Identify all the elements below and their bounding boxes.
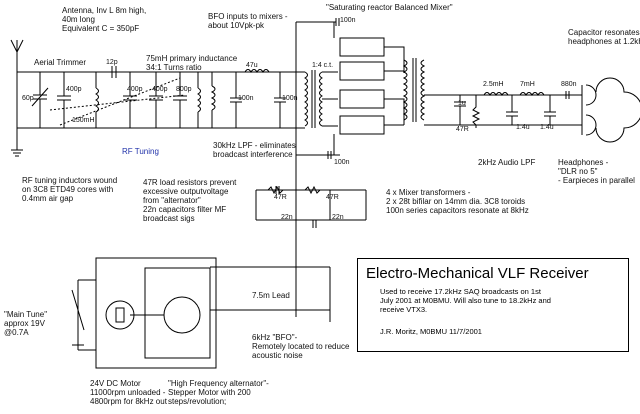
value-400p-a: 400p xyxy=(66,86,82,93)
bfo-input-wiring xyxy=(295,21,340,267)
bfo-series-capacitor-bottom xyxy=(327,151,332,159)
mixer-title-label: "Saturating reactor Balanced Mixer" xyxy=(326,3,453,12)
value-2-5mh: 2.5mH xyxy=(483,81,504,88)
value-800p: 800p xyxy=(176,86,192,93)
series-capacitor-12p xyxy=(111,66,117,78)
audio-resistor-47r xyxy=(471,95,481,128)
bfo-series-capacitor-top xyxy=(335,18,340,26)
rf-tuning-label: RF Tuning xyxy=(122,147,159,156)
value-1-4u-b: 1.4u xyxy=(540,124,554,131)
value-100n-top: 100n xyxy=(340,17,356,24)
value-880n: 880n xyxy=(561,81,577,88)
lpf-capacitor-1 xyxy=(230,72,242,128)
value-400p-b: 400p xyxy=(127,86,143,93)
antenna-symbol xyxy=(10,39,24,157)
audio-capacitor-1-4u-a xyxy=(506,95,518,125)
rf-inductors-label: RF tuning inductors wound on 3C8 ETD49 c… xyxy=(22,176,118,203)
value-47r-b: 47R xyxy=(326,194,339,201)
value-100n-a: 100n xyxy=(238,95,254,102)
value-100n-b: 100n xyxy=(282,95,298,102)
input-transformer xyxy=(304,70,338,128)
value-1u: 1u xyxy=(458,100,466,107)
load-resistors-label: 47R load resistors prevent excessive out… xyxy=(143,178,237,223)
audio-capacitor-1-4u-b xyxy=(544,95,556,125)
value-60p: 60p xyxy=(22,95,34,102)
primary-inductance-label: 75mH primary inductance 34:1 Turns ratio xyxy=(146,54,238,72)
main-tune-label: "Main Tune" approx 19V @0.7A xyxy=(4,310,48,337)
lpf-capacitor-2 xyxy=(274,72,286,128)
schematic-author: J.R. Moritz, M0BMU 11/7/2001 xyxy=(380,327,482,336)
value-47u: 47u xyxy=(246,62,258,69)
audio-lpf-label: 2kHz Audio LPF xyxy=(478,158,536,167)
schematic-description: Used to receive 17.2kHz SAQ broadcasts o… xyxy=(380,287,551,314)
hf-alternator-label: "High Frequency alternator"- Stepper Mot… xyxy=(168,379,269,406)
aerial-trimmer-label: Aerial Trimmer xyxy=(34,58,87,67)
filter-capacitor-b xyxy=(312,220,317,228)
title-block: Electro-Mechanical VLF Receiver Used to … xyxy=(357,258,629,352)
value-22n-a: 22n xyxy=(281,214,293,221)
value-22n-b: 22n xyxy=(332,214,344,221)
lpf-inductor-47u xyxy=(244,69,270,73)
value-7mh: 7mH xyxy=(520,81,535,88)
aerial-trimmer-capacitor xyxy=(31,72,49,128)
lpf-30k-label: 30kHz LPF - eliminates broadcast interfe… xyxy=(213,141,296,159)
schematic-title: Electro-Mechanical VLF Receiver xyxy=(366,265,589,282)
value-47r-a: 47R xyxy=(274,194,287,201)
audio-inductor-2-5mh xyxy=(483,92,509,96)
mixer-transformer-array xyxy=(339,37,426,135)
value-ratio: 1:4 c.t. xyxy=(312,62,334,69)
bfo-inputs-label: BFO inputs to mixers - about 10Vpk-pk xyxy=(208,12,288,30)
antenna-label: Antenna, Inv L 8m high, 40m long Equival… xyxy=(62,6,147,33)
rf-tuning-capacitor-4 xyxy=(173,72,187,128)
motor-alternator-assembly xyxy=(71,257,217,369)
headphones-symbol xyxy=(574,77,640,143)
rf-tuning-inductor-1 xyxy=(95,72,99,128)
lead-label: 7.5m Lead xyxy=(252,291,290,300)
primary-inductor-75mh xyxy=(210,72,216,128)
bfo-lead xyxy=(210,266,331,322)
cap-resonates-label: Capacitor resonates headphones at 1.2kHz xyxy=(568,28,640,46)
filter-capacitor-a xyxy=(275,186,280,194)
rf-tuning-capacitor-3 xyxy=(149,72,163,128)
load-resistor-b xyxy=(304,185,321,195)
value-12p: 12p xyxy=(106,59,118,66)
bfo-6k-label: 6kHz "BFO"- Remotely located to reduce a… xyxy=(252,333,350,360)
audio-inductor-7mh xyxy=(519,92,545,96)
audio-capacitor-1u xyxy=(454,95,466,125)
load-network-wiring xyxy=(255,189,367,221)
value-400p-c: 400p xyxy=(152,86,168,93)
value-100n-bottom: 100n xyxy=(334,159,350,166)
audio-signal-rail xyxy=(424,94,574,126)
rf-tuning-inductor-2 xyxy=(197,72,201,128)
rf-tuning-capacitor-1 xyxy=(57,72,71,128)
headphone-capacitor-880n xyxy=(565,91,570,99)
mixer-transformers-label: 4 x Mixer transformers - 2 x 28t bifilar… xyxy=(386,188,529,215)
headphones-label: Headphones - "DLR no 5" - Earpieces in p… xyxy=(558,158,635,185)
dc-motor-label: 24V DC Motor 11000rpm unloaded - 4800rpm… xyxy=(90,379,167,406)
value-1-4u-a: 1.4u xyxy=(516,124,530,131)
rf-tuning-gang-link xyxy=(49,77,186,126)
value-47r-audio: 47R xyxy=(456,126,469,133)
value-150mh: 150mH xyxy=(72,117,95,124)
